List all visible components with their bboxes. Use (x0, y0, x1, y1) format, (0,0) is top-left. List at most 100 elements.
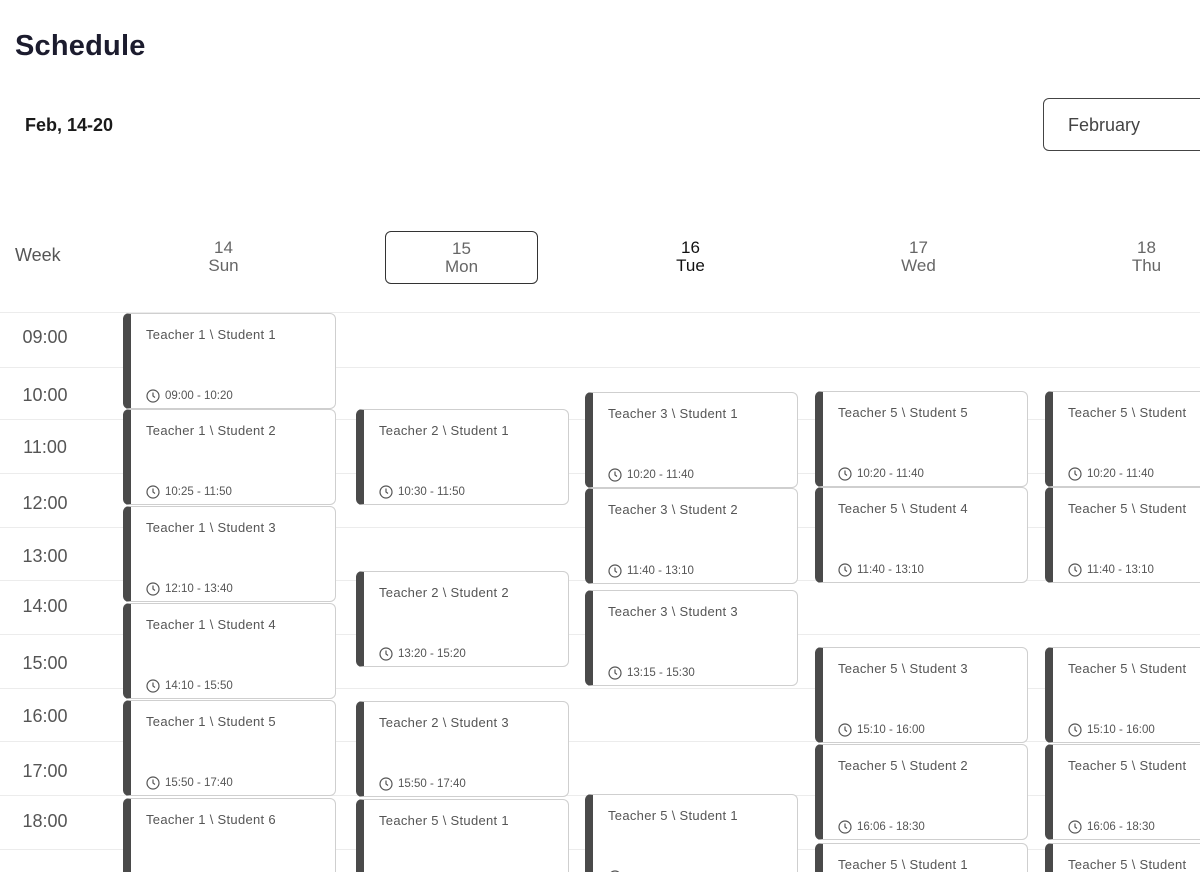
event-time: 15:50 - 17:40 (379, 777, 466, 791)
event-card[interactable]: Teacher 1 \ Student 3 12:10 - 13:40 (123, 506, 336, 602)
day-header-thu[interactable]: 18 Thu (1070, 231, 1200, 284)
event-card[interactable]: Teacher 5 \ Student 15:10 - 16:00 (1045, 647, 1200, 743)
clock-icon (1068, 467, 1082, 481)
event-card[interactable]: Teacher 1 \ Student 4 14:10 - 15:50 (123, 603, 336, 699)
clock-icon (610, 870, 620, 872)
event-title: Teacher 5 \ Student (1068, 857, 1187, 872)
time-label: 09:00 (22, 327, 68, 347)
event-title: Teacher 5 \ Student (1068, 758, 1187, 773)
event-title: Teacher 1 \ Student 3 (146, 520, 276, 535)
event-title: Teacher 3 \ Student 3 (608, 604, 738, 619)
event-time: 13:15 - 15:30 (608, 666, 695, 680)
event-title: Teacher 5 \ Student 4 (838, 501, 968, 516)
event-time: 14:10 - 15:50 (146, 679, 233, 693)
event-card[interactable]: Teacher 3 \ Student 1 10:20 - 11:40 (585, 392, 798, 488)
event-time-text: 16:06 - 18:30 (857, 821, 925, 833)
time-label: 11:00 (23, 437, 67, 457)
event-card[interactable]: Teacher 5 \ Student 3 15:10 - 16:00 (815, 647, 1028, 743)
event-time-text: 11:40 - 13:10 (627, 565, 694, 577)
event-card[interactable]: Teacher 5 \ Student 10:20 - 11:40 (1045, 391, 1200, 487)
clock-icon (146, 776, 160, 790)
event-card[interactable]: Teacher 5 \ Student 2 16:06 - 18:30 (815, 744, 1028, 840)
clock-icon (608, 666, 622, 680)
event-card[interactable]: Teacher 5 \ Student 1 (815, 843, 1028, 872)
page-title: Schedule (15, 30, 146, 62)
event-time: 15:10 - 16:00 (838, 723, 925, 737)
event-title: Teacher 2 \ Student 2 (379, 585, 509, 600)
event-time: 11:40 - 13:10 (838, 563, 924, 577)
day-number: 15 (452, 239, 471, 258)
day-name: Thu (1131, 256, 1162, 275)
event-card[interactable]: Teacher 3 \ Student 2 11:40 - 13:10 (585, 488, 798, 584)
event-time: 15:10 - 16:00 (1068, 723, 1155, 737)
event-title: Teacher 5 \ Student 2 (838, 758, 968, 773)
event-time: 15:50 - 17:40 (146, 776, 233, 790)
event-time-text: 10:20 - 11:40 (857, 468, 924, 480)
week-label: Week (15, 245, 61, 265)
event-time-text: 14:10 - 15:50 (165, 680, 233, 692)
grid-line (0, 367, 1200, 368)
event-title: Teacher 1 \ Student 4 (146, 617, 276, 632)
event-title: Teacher 5 \ Student 3 (838, 661, 968, 676)
clock-icon (1068, 723, 1082, 737)
event-title: Teacher 5 \ Student (1068, 405, 1187, 420)
time-label: 17:00 (22, 761, 68, 781)
event-title: Teacher 1 \ Student 1 (146, 327, 276, 342)
day-name: Tue (676, 256, 705, 275)
day-header-tue[interactable]: 16 Tue (614, 231, 767, 284)
event-time: 16:06 - 18:30 (838, 820, 925, 834)
day-number: 17 (909, 238, 928, 257)
event-time: 16:06 - 18:30 (1068, 820, 1155, 834)
day-name: Mon (444, 257, 479, 276)
clock-icon (838, 563, 852, 577)
event-title: Teacher 5 \ Student (1068, 661, 1187, 676)
event-card[interactable]: Teacher 2 \ Student 3 15:50 - 17:40 (356, 701, 569, 797)
event-card[interactable]: Teacher 5 \ Student 1 (356, 799, 569, 872)
clock-icon (608, 468, 622, 482)
event-time: 12:10 - 13:40 (146, 582, 233, 596)
clock-icon (1068, 563, 1082, 577)
month-select[interactable]: February (1043, 98, 1200, 151)
event-card[interactable]: Teacher 3 \ Student 3 13:15 - 15:30 (585, 590, 798, 686)
clock-icon (379, 647, 393, 661)
event-card[interactable]: Teacher 5 \ Student 16:06 - 18:30 (1045, 744, 1200, 840)
event-title: Teacher 5 \ Student (1068, 501, 1187, 516)
grid-line (0, 741, 1200, 742)
event-title: Teacher 1 \ Student 5 (146, 714, 276, 729)
day-header-sun[interactable]: 14 Sun (147, 231, 300, 284)
clock-icon (146, 582, 160, 596)
event-time: 13:20 - 15:20 (379, 647, 466, 661)
event-title: Teacher 5 \ Student 1 (838, 857, 968, 872)
event-time-text: 15:10 - 16:00 (1087, 724, 1155, 736)
clock-icon (608, 564, 622, 578)
day-number: 18 (1137, 238, 1156, 257)
day-header-wed[interactable]: 17 Wed (842, 231, 995, 284)
event-card[interactable]: Teacher 1 \ Student 1 09:00 - 10:20 (123, 313, 336, 409)
day-number: 16 (681, 238, 700, 257)
time-label: 14:00 (22, 596, 68, 616)
event-time: 11:40 - 13:10 (608, 564, 694, 578)
event-card[interactable]: Teacher 1 \ Student 2 10:25 - 11:50 (123, 409, 336, 505)
event-time: 10:30 - 11:50 (379, 485, 465, 499)
event-card[interactable]: Teacher 2 \ Student 2 13:20 - 15:20 (356, 571, 569, 667)
event-card[interactable]: Teacher 5 \ Student 5 10:20 - 11:40 (815, 391, 1028, 487)
event-card[interactable]: Teacher 5 \ Student 1 (585, 794, 798, 872)
clock-icon (1068, 820, 1082, 834)
event-time-text: 13:15 - 15:30 (627, 667, 695, 679)
event-card[interactable]: Teacher 1 \ Student 5 15:50 - 17:40 (123, 700, 336, 796)
clock-icon (146, 485, 160, 499)
clock-icon (838, 467, 852, 481)
event-time: 10:25 - 11:50 (146, 485, 232, 499)
event-title: Teacher 1 \ Student 2 (146, 423, 276, 438)
event-card[interactable]: Teacher 2 \ Student 1 10:30 - 11:50 (356, 409, 569, 505)
event-card[interactable]: Teacher 1 \ Student 6 (123, 798, 336, 872)
grid-line (0, 688, 1200, 689)
clock-icon (146, 679, 160, 693)
day-header-mon[interactable]: 15 Mon (385, 231, 538, 284)
event-card[interactable]: Teacher 5 \ Student 11:40 - 13:10 (1045, 487, 1200, 583)
time-label: 15:00 (22, 653, 68, 673)
event-card[interactable]: Teacher 5 \ Student 4 11:40 - 13:10 (815, 487, 1028, 583)
event-title: Teacher 5 \ Student 5 (838, 405, 968, 420)
event-card[interactable]: Teacher 5 \ Student (1045, 843, 1200, 872)
event-title: Teacher 5 \ Student 1 (379, 813, 509, 828)
